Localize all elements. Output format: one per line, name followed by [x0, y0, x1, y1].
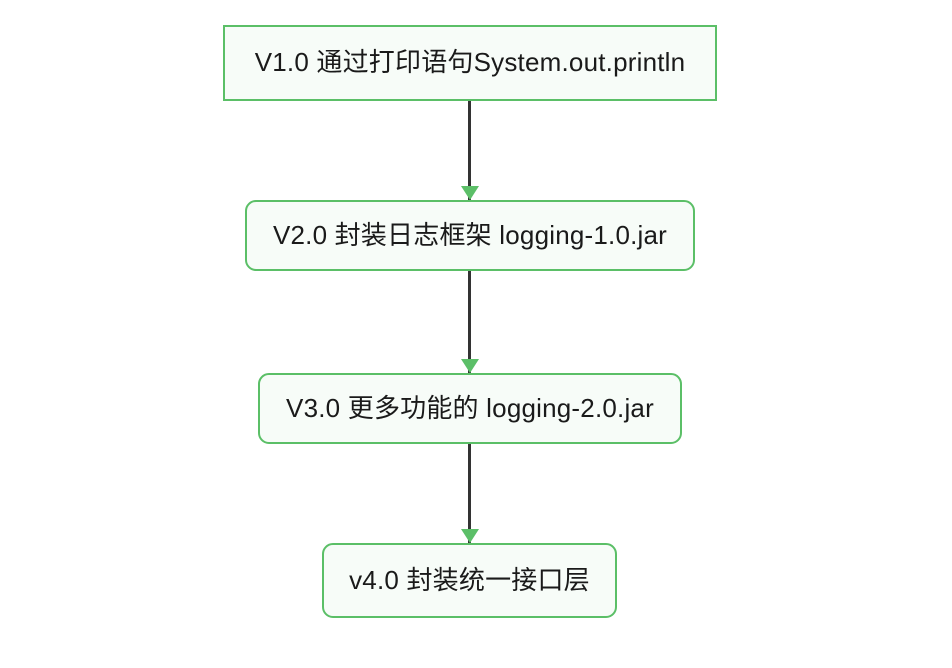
node-v3[interactable]: V3.0 更多功能的 logging-2.0.jar [258, 373, 682, 444]
node-v4[interactable]: v4.0 封装统一接口层 [322, 543, 617, 618]
arrowhead-icon [460, 186, 479, 200]
node-v1-label: V1.0 通过打印语句System.out.println [254, 47, 686, 78]
edge-v3-v4 [460, 444, 479, 543]
node-v2[interactable]: V2.0 封装日志框架 logging-1.0.jar [245, 200, 695, 271]
edge-v2-v3 [460, 271, 479, 373]
arrowhead-icon [460, 529, 479, 543]
node-v2-label: V2.0 封装日志框架 logging-1.0.jar [272, 219, 668, 250]
edge-v1-v2 [460, 101, 479, 200]
edge-line [468, 101, 471, 200]
edge-line [468, 271, 471, 373]
arrowhead-icon [460, 359, 479, 373]
node-v3-label: V3.0 更多功能的 logging-2.0.jar [286, 392, 654, 423]
node-v4-label: v4.0 封装统一接口层 [349, 564, 590, 595]
node-v1[interactable]: V1.0 通过打印语句System.out.println [223, 25, 717, 101]
edge-line [468, 444, 471, 543]
